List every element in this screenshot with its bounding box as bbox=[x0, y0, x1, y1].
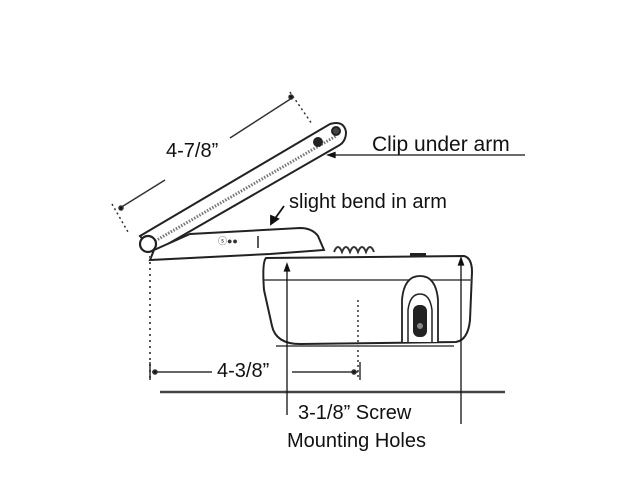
bend-leader bbox=[270, 205, 285, 226]
arm-length-label: 4-7/8” bbox=[166, 140, 219, 162]
link-arm: ⓢ●● bbox=[148, 226, 326, 262]
bend-label: slight bend in arm bbox=[289, 191, 447, 213]
svg-text:ⓢ●●: ⓢ●● bbox=[218, 236, 238, 246]
base-length-label: 4-3/8” bbox=[217, 360, 270, 382]
screw-holes-label-line2: Mounting Holes bbox=[287, 430, 426, 452]
operator-housing bbox=[262, 253, 474, 347]
screw-hole-leaders bbox=[283, 256, 465, 424]
gear-teeth bbox=[333, 246, 375, 255]
arm-dimension bbox=[111, 91, 313, 233]
clip-label: Clip under arm bbox=[372, 133, 510, 156]
clip-leader bbox=[326, 151, 525, 159]
screw-holes-label-line1: 3-1/8” Screw bbox=[298, 402, 412, 424]
base-dimension bbox=[149, 362, 361, 380]
operator-arm bbox=[138, 122, 348, 254]
